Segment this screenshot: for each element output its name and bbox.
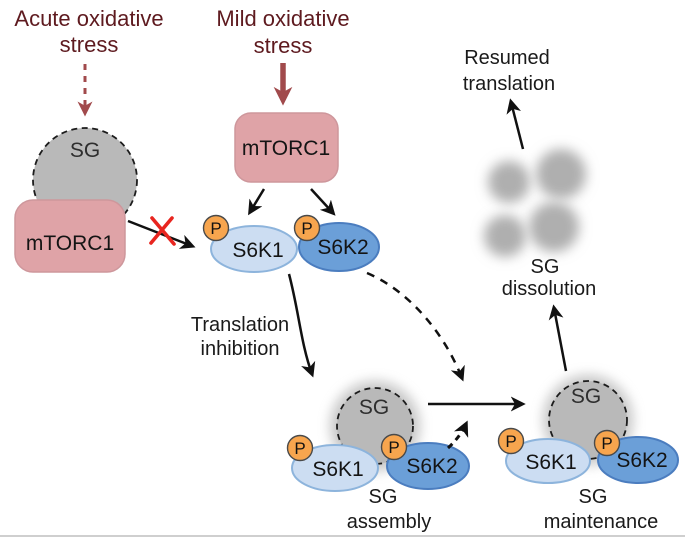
resumed-line1: Resumed [464,47,550,69]
maintenance-caption-line2: maintenance [544,511,659,533]
s6k2-ellipse [386,442,470,490]
assembly-caption-line1: SG [369,486,398,508]
s6k1-ellipse [291,444,379,492]
s6k1-ellipse [505,438,591,484]
translation-inhibition-line1: Translation [191,314,289,336]
resumed-line2: translation [463,73,555,95]
s6k1-label: S6K1 [312,458,363,481]
assembly-s6k2-dashed-arrow [446,420,469,450]
sg-maintenance-complex: SG P P S6K1 S6K2 SG maintenance [497,375,679,533]
mtorc1-left-label: mTORC1 [26,232,114,255]
dissolution-to-resumed-arrow [506,98,525,150]
phospho-badge [293,214,321,242]
resumed-translation-label: Resumed translation [463,47,555,95]
mild-stress-line1: Mild oxidative [216,6,349,31]
phospho-badge [497,427,525,455]
phospho-label: P [210,219,221,238]
inhibition-x-icon [149,216,176,246]
mild-stress-line2: stress [254,33,313,58]
granule-blob [536,149,586,199]
s6k1-label: S6K1 [232,239,283,262]
dissolving-granules [484,149,586,257]
s6k2-dashed-arrow [366,271,465,382]
s6k2-label: S6K2 [406,455,457,478]
s6k1-to-assembly-arrow [287,273,316,378]
phospho-label: P [301,219,312,238]
phospho-label: P [505,432,516,451]
s6k1-node: P S6K1 [202,214,298,273]
phospho-badge [380,433,408,461]
s6k2-label: S6K2 [317,236,368,259]
mtorc1-mid-label: mTORC1 [242,137,330,160]
acute-stress-line2: stress [60,32,119,57]
phospho-label: P [601,434,612,453]
sg-assembly-complex: SG P P S6K1 S6K2 SG assembly [286,381,470,533]
sg-label: SG [70,139,100,162]
acute-stress-label: Acute oxidative stress [14,6,163,57]
phospho-label: P [294,439,305,458]
mtorc1-mid-box [234,112,339,183]
phospho-badge [286,434,314,462]
sg-label: SG [571,385,601,408]
translation-inhibition-label: Translation inhibition [191,314,289,360]
assembly-caption-line2: assembly [347,511,431,533]
mtorc1-to-s6k1-arrow [248,188,266,216]
s6k1-label: S6K1 [525,451,576,474]
granule-blob [488,161,530,203]
phospho-label: P [388,438,399,457]
sg-dissolution-label: SG dissolution [502,256,597,300]
s6k2-ellipse [298,222,380,272]
mild-stress-label: Mild oxidative stress [216,6,349,58]
mtorc1-left-box [14,199,126,273]
translation-inhibition-line2: inhibition [201,338,280,360]
maintenance-caption-line1: SG [579,486,608,508]
s6k2-node: P S6K2 [293,214,380,272]
sequestered-sg-complex: SG mTORC1 [14,127,138,273]
dissolution-line1: SG [531,256,560,278]
sg-label: SG [359,396,389,419]
granule-blob [484,215,526,257]
dissolution-line2: dissolution [502,278,597,300]
phospho-badge [593,429,621,457]
phospho-badge [202,214,230,242]
s6k1-ellipse [210,225,298,273]
maintenance-to-dissolution-arrow [548,304,568,372]
mtorc1-mid-node: mTORC1 [234,112,339,183]
granule-blob [529,202,579,252]
acute-stress-line1: Acute oxidative [14,6,163,31]
mtorc1-to-s6k2-arrow [310,188,336,216]
s6k2-label: S6K2 [616,449,667,472]
